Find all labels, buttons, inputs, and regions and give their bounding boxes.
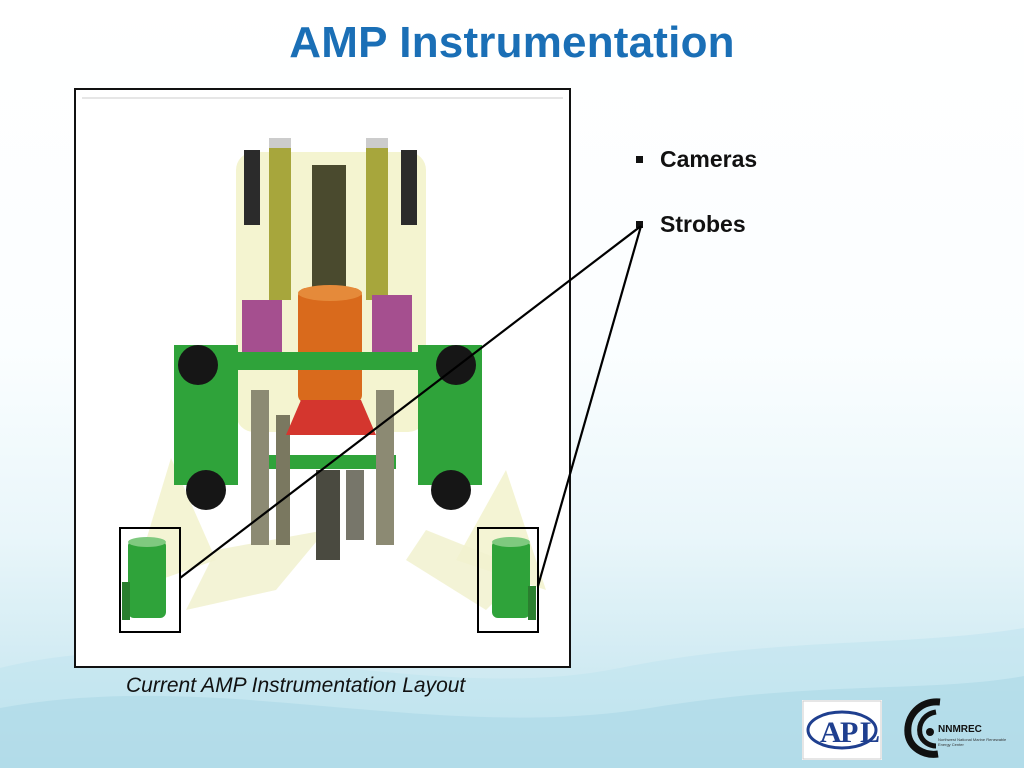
slide-title: AMP Instrumentation	[289, 18, 735, 67]
figure-frame	[74, 88, 571, 668]
nnmrec-emblem-icon	[904, 698, 941, 758]
bullet-list: Cameras Strobes	[636, 146, 757, 276]
svg-text:L: L	[860, 716, 880, 749]
nnmrec-logo: NNMREC Northwest National Marine Renewab…	[900, 690, 1010, 760]
nnmrec-text: NNMREC	[938, 724, 982, 735]
nnmrec-subtext: Northwest National Marine Renewable Ener…	[938, 737, 1007, 747]
svg-text:A: A	[820, 716, 842, 749]
amp-instrument-illustration	[119, 138, 546, 633]
svg-text:P: P	[840, 716, 858, 749]
bullet-strobes: Strobes	[636, 211, 757, 238]
bullet-cameras: Cameras	[636, 146, 757, 173]
figure-divider	[82, 97, 563, 99]
apl-logo-icon: A P L	[802, 700, 882, 760]
figure-caption: Current AMP Instrumentation Layout	[126, 674, 466, 697]
